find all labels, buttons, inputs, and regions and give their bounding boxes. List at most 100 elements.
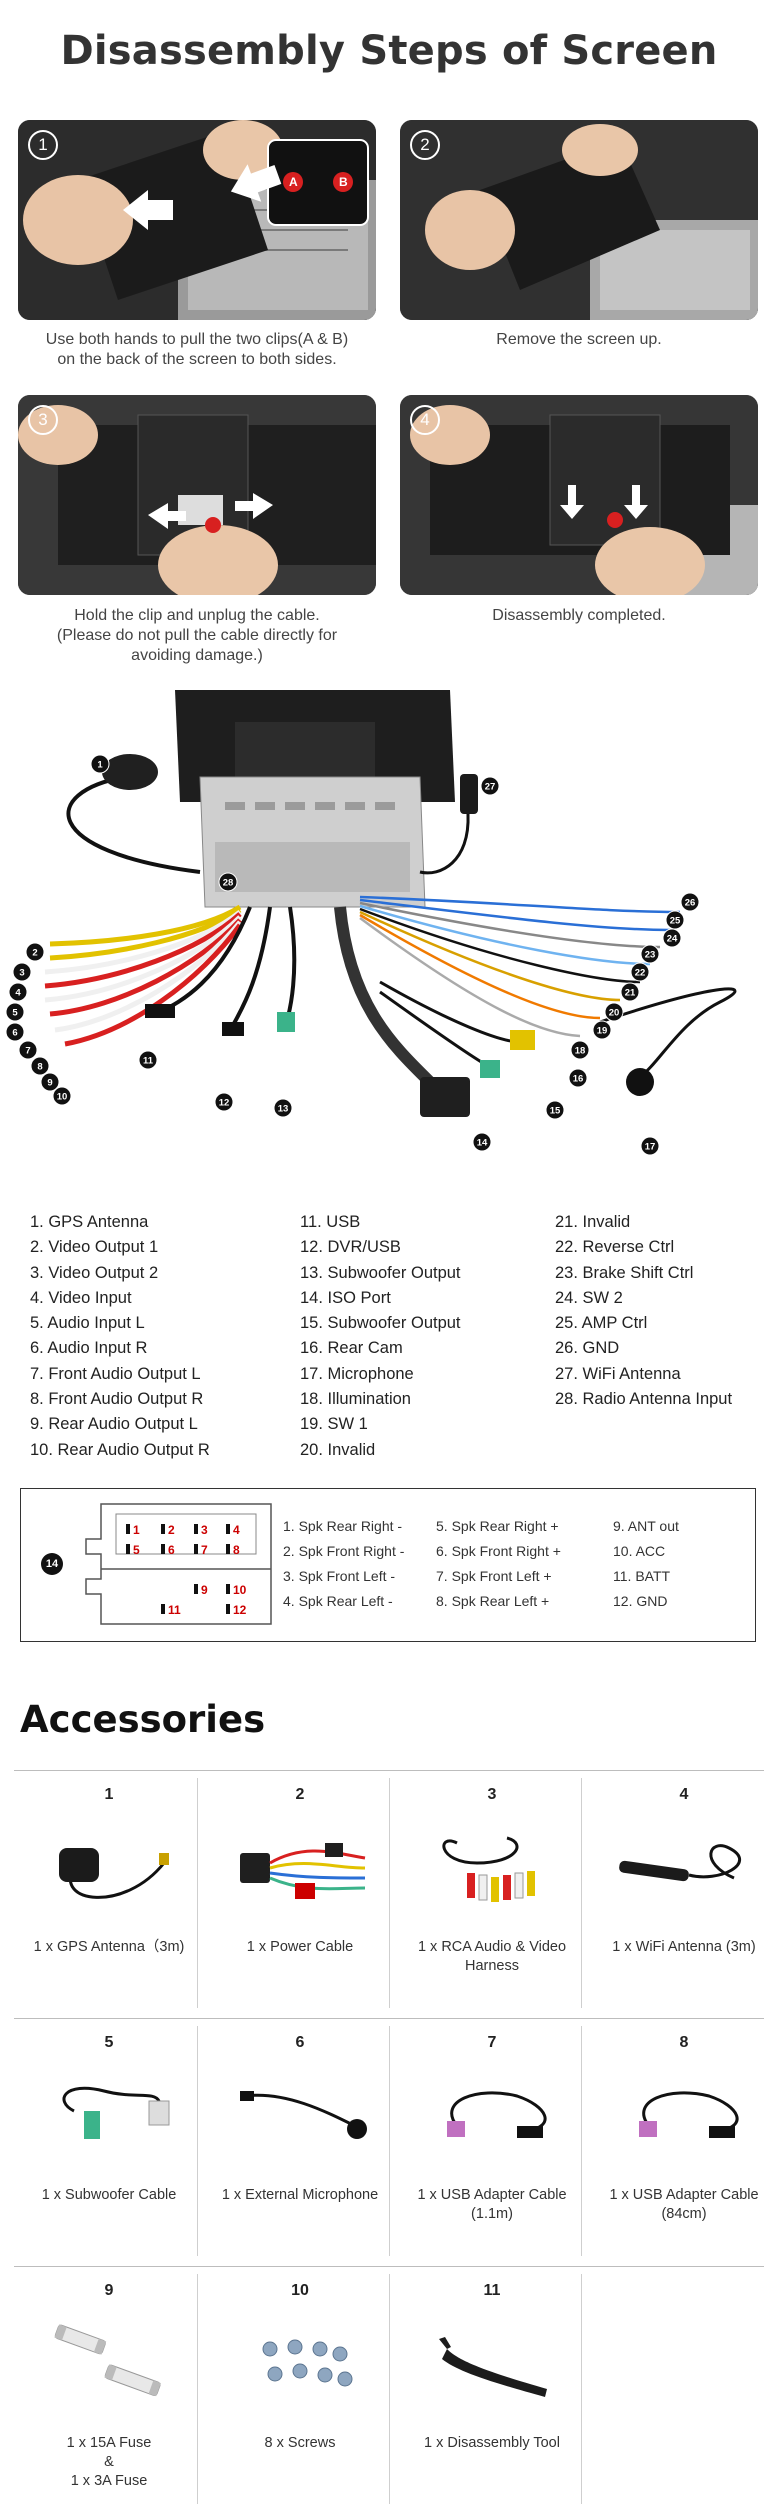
- step-number-badge: 4: [410, 405, 440, 435]
- caption-line: on the back of the screen to both sides.: [57, 351, 337, 368]
- legend-item: 13. Subwoofer Output: [300, 1263, 461, 1282]
- caption-line: &: [104, 2454, 114, 2470]
- step-photo-4: 4: [400, 395, 758, 595]
- callout-14: 14: [472, 1132, 492, 1152]
- divider: [14, 2018, 764, 2019]
- legend-item: 17. Microphone: [300, 1364, 414, 1383]
- callout-number: 13: [278, 1104, 289, 1115]
- accessory-caption: 1 x USB Adapter Cable(84cm): [589, 2186, 778, 2224]
- step-caption-4: Disassembly completed.: [400, 606, 758, 626]
- wifi-antenna-icon: [609, 1823, 759, 1918]
- callout-number: 7: [25, 1046, 30, 1057]
- accessory-number: 5: [104, 2034, 114, 2051]
- callout-number: 18: [575, 1046, 586, 1057]
- caption-line: (Please do not pull the cable directly f…: [56, 627, 338, 644]
- callout-13: 13: [273, 1098, 293, 1118]
- step-number-badge: 2: [410, 130, 440, 160]
- callout-number: 22: [635, 968, 646, 979]
- callout-number: 24: [667, 934, 678, 945]
- page-title: Disassembly Steps of Screen: [60, 28, 718, 74]
- caption-line: 1 x GPS Antenna（3m): [33, 1939, 185, 1955]
- legend-item: 2. Video Output 1: [30, 1238, 159, 1257]
- legend-item: 26. GND: [555, 1339, 620, 1358]
- callout-number: 19: [597, 1026, 608, 1037]
- iso-pin-label: 1. Spk Rear Right -: [283, 1518, 403, 1534]
- divider: [197, 1778, 198, 2008]
- callout-number: 23: [645, 950, 656, 961]
- caption-line: Remove the screen up.: [496, 331, 662, 348]
- caption-line: Harness: [465, 1958, 519, 1974]
- legend-item: 19. SW 1: [300, 1415, 368, 1434]
- legend-item: 6. Audio Input R: [30, 1339, 148, 1358]
- accessory-caption: 1 x Subwoofer Cable: [14, 2186, 204, 2205]
- callout-16: 16: [568, 1068, 588, 1088]
- caption-line: avoiding damage.): [131, 647, 263, 664]
- callout-number: 28: [223, 878, 234, 889]
- iso-pin-number: 10: [233, 1583, 247, 1597]
- callout-25: 25: [665, 910, 685, 930]
- callout-7: 7: [18, 1040, 38, 1060]
- iso-pin-number: 6: [168, 1543, 175, 1557]
- callout-number: 10: [57, 1092, 68, 1103]
- caption-line: 1 x External Microphone: [221, 2187, 379, 2203]
- legend-item: 10. Rear Audio Output R: [30, 1440, 210, 1459]
- callout-17: 17: [640, 1136, 660, 1156]
- callout-number: 14: [477, 1138, 488, 1149]
- iso-pin-number: 1: [133, 1523, 140, 1537]
- step-caption-2: Remove the screen up.: [400, 330, 758, 350]
- caption-line: 1 x USB Adapter Cable: [609, 2187, 759, 2203]
- divider: [14, 2266, 764, 2267]
- iso-pin-label: 12. GND: [613, 1593, 668, 1609]
- iso-pin-label: 4. Spk Rear Left -: [283, 1593, 393, 1609]
- step-number-badge: 3: [28, 405, 58, 435]
- legend-item: 9. Rear Audio Output L: [30, 1415, 198, 1434]
- accessory-caption: 1 x Disassembly Tool: [397, 2434, 587, 2453]
- callout-2: 2: [25, 942, 45, 962]
- pry-tool-icon: [417, 2319, 567, 2414]
- caption-line: 1 x WiFi Antenna (3m): [612, 1939, 756, 1955]
- accessory-number: 7: [487, 2034, 497, 2051]
- callout-26: 26: [680, 892, 700, 912]
- callout-11: 11: [138, 1050, 158, 1070]
- legend-item: 8. Front Audio Output R: [30, 1390, 204, 1409]
- caption-line: Use both hands to pull the two clips(A &…: [45, 331, 349, 348]
- callout-8: 8: [30, 1056, 50, 1076]
- gps-antenna-icon: [34, 1823, 184, 1918]
- callout-24: 24: [662, 928, 682, 948]
- callout-20: 20: [604, 1002, 624, 1022]
- iso-pin-number: 12: [233, 1603, 247, 1617]
- accessory-number: 2: [295, 1786, 305, 1803]
- legend-item: 14. ISO Port: [300, 1288, 391, 1307]
- iso-pin-label: 5. Spk Rear Right +: [436, 1518, 559, 1534]
- legend-item: 4. Video Input: [30, 1288, 132, 1307]
- divider: [14, 1770, 764, 1771]
- legend-item: 25. AMP Ctrl: [555, 1314, 648, 1333]
- divider: [581, 2274, 582, 2504]
- callout-number: 3: [19, 968, 24, 979]
- iso-pin-number: 3: [201, 1523, 208, 1537]
- accessory-caption: 8 x Screws: [205, 2434, 395, 2453]
- legend-item: 24. SW 2: [555, 1288, 623, 1307]
- step-photo-2: 2: [400, 120, 758, 320]
- accessory-caption: 1 x USB Adapter Cable(1.1m): [397, 2186, 587, 2224]
- legend-item: 27. WiFi Antenna: [555, 1364, 681, 1383]
- legend-item: 7. Front Audio Output L: [30, 1364, 201, 1383]
- divider: [581, 2026, 582, 2256]
- legend-item: 21. Invalid: [555, 1213, 631, 1231]
- iso-pin-label: 3. Spk Front Left -: [283, 1568, 396, 1584]
- caption-line: Hold the clip and unplug the cable.: [74, 607, 320, 624]
- callout-28: 28: [218, 872, 238, 892]
- accessory-number: 6: [295, 2034, 305, 2051]
- callout-5: 5: [5, 1002, 25, 1022]
- iso-pin-label: 9. ANT out: [613, 1518, 679, 1534]
